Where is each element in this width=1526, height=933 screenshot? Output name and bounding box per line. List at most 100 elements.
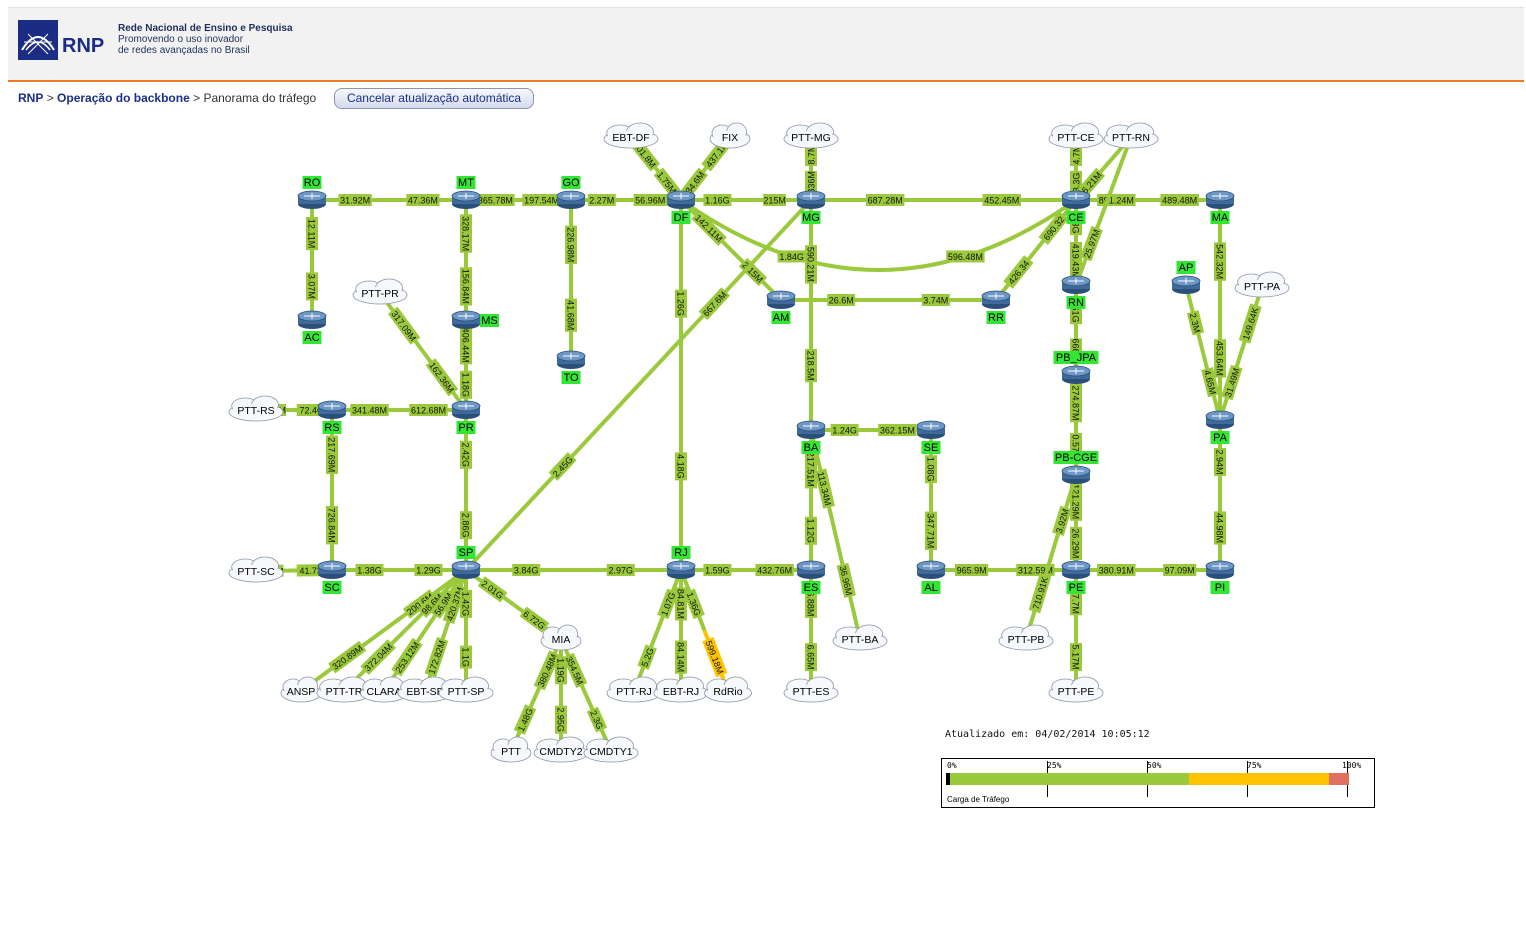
cloud-cmdty2[interactable]: CMDTY2 bbox=[533, 736, 589, 763]
cloud-ptt-rj[interactable]: PTT-RJ bbox=[606, 676, 662, 703]
router-pi[interactable]: PI bbox=[1205, 560, 1235, 594]
router-go[interactable]: GO bbox=[556, 176, 586, 209]
router-ma[interactable]: MA bbox=[1205, 190, 1235, 224]
cloud-ptt-pb[interactable]: PTT-PB bbox=[998, 624, 1054, 651]
cloud-fix[interactable]: FIX bbox=[709, 122, 751, 149]
cloud-ptt-rn[interactable]: PTT-RN bbox=[1103, 122, 1159, 149]
router-ro[interactable]: RO bbox=[297, 176, 327, 209]
cloud-ptt-ce[interactable]: PTT-CE bbox=[1048, 122, 1104, 149]
cloud-ansp[interactable]: ANSP bbox=[280, 676, 322, 703]
cloud-ptt-mg[interactable]: PTT-MG bbox=[783, 122, 839, 149]
link-mia-cmdty1[interactable]: 354.5M2.3G bbox=[559, 638, 613, 752]
router-ba[interactable]: BA bbox=[796, 420, 826, 454]
router-se[interactable]: SE bbox=[916, 420, 946, 454]
router-ap[interactable]: AP bbox=[1171, 261, 1201, 294]
cloud-ebt-rj[interactable]: EBT-RJ bbox=[653, 676, 709, 703]
cloud-cmdty1[interactable]: CMDTY1 bbox=[583, 736, 639, 763]
cloud-mia[interactable]: MIA bbox=[540, 624, 582, 651]
router-rj[interactable]: RJ bbox=[666, 546, 696, 579]
cloud-ptt-tr[interactable]: PTT-TR bbox=[316, 676, 372, 703]
router-am[interactable]: AM bbox=[766, 290, 796, 324]
link-value-b: 453.64M bbox=[1215, 341, 1225, 376]
link-label-bg bbox=[1052, 505, 1072, 537]
link-mg-sp[interactable]: 667.6M2.45G bbox=[464, 198, 813, 572]
link-pe-ptt_pe[interactable]: 7.7M5.17M bbox=[1070, 570, 1082, 691]
rnp-logo[interactable]: RNP bbox=[18, 20, 110, 62]
router-rn[interactable]: RN bbox=[1061, 275, 1091, 309]
cloud-clara[interactable]: CLARA bbox=[360, 676, 408, 703]
router-rr[interactable]: RR bbox=[981, 290, 1011, 324]
router-sc[interactable]: SC bbox=[317, 560, 347, 594]
router-ms[interactable]: MS bbox=[451, 310, 499, 329]
router-es[interactable]: ES bbox=[796, 560, 826, 594]
cloud-ptt-sp[interactable]: PTT-SP bbox=[438, 676, 494, 703]
cloud-ebt-df[interactable]: EBT-DF bbox=[603, 122, 659, 149]
cloud-ptt-es[interactable]: PTT-ES bbox=[783, 676, 839, 703]
router-sp[interactable]: SP bbox=[451, 546, 481, 579]
cloud-ptt[interactable]: PTT bbox=[490, 736, 532, 763]
breadcrumb-rnp[interactable]: RNP bbox=[18, 91, 44, 105]
router-label: RS bbox=[324, 422, 339, 434]
router-ac[interactable]: AC bbox=[297, 310, 327, 344]
cloud-ptt-ba[interactable]: PTT-BA bbox=[832, 624, 888, 651]
router-rs[interactable]: RS bbox=[317, 400, 347, 434]
link-ap-pa[interactable]: 2.3M4.65M bbox=[1184, 284, 1222, 421]
cloud-ptt-pr[interactable]: PTT-PR bbox=[352, 278, 408, 305]
cloud-ebt-sp[interactable]: EBT-SP bbox=[397, 676, 453, 703]
router-pa[interactable]: PA bbox=[1205, 410, 1235, 444]
router-pe[interactable]: PE bbox=[1061, 560, 1091, 594]
cloud-ptt-pe[interactable]: PTT-PE bbox=[1048, 676, 1104, 703]
cloud-ptt-sc[interactable]: PTT-SC bbox=[228, 556, 284, 583]
router-mt[interactable]: MT bbox=[451, 176, 481, 209]
router-mg[interactable]: MG bbox=[796, 190, 826, 224]
router-to[interactable]: TO bbox=[556, 350, 586, 384]
cloud-rdrio[interactable]: RdRio bbox=[704, 676, 752, 703]
router-df[interactable]: DF bbox=[666, 190, 696, 224]
cloud-ptt-pa[interactable]: PTT-PA bbox=[1234, 271, 1290, 298]
cancel-auto-refresh-button[interactable]: Cancelar atualização automática bbox=[334, 88, 534, 109]
breadcrumb-operacao[interactable]: Operação do backbone bbox=[57, 91, 190, 105]
router-pr[interactable]: PR bbox=[451, 400, 481, 434]
router-pb-cge[interactable]: PB-CGE bbox=[1053, 451, 1099, 484]
router-ce[interactable]: CE bbox=[1061, 190, 1091, 224]
cloud-ptt-rs[interactable]: PTT-RS bbox=[228, 395, 284, 422]
router-pb-jpa[interactable]: PB_JPA bbox=[1053, 351, 1099, 384]
router-al[interactable]: AL bbox=[916, 560, 946, 594]
